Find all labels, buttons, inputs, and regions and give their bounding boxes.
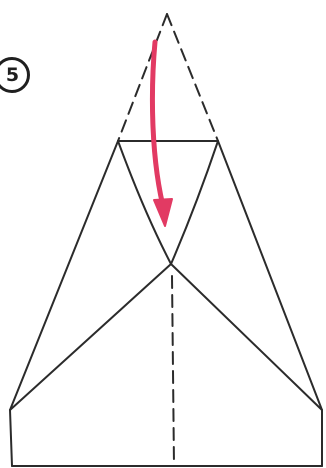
left-outer-edge [10, 141, 118, 410]
right-outer-edge [218, 141, 322, 410]
flap-left-edge [118, 14, 167, 141]
center-dashed-line [172, 276, 174, 466]
right-lower-diagonal [171, 264, 322, 410]
left-bottom-side [10, 410, 12, 466]
right-inner-crease [171, 141, 218, 264]
curved-down-arrow-icon [152, 42, 172, 226]
flap-right-edge [167, 14, 218, 141]
left-lower-diagonal [10, 264, 171, 410]
